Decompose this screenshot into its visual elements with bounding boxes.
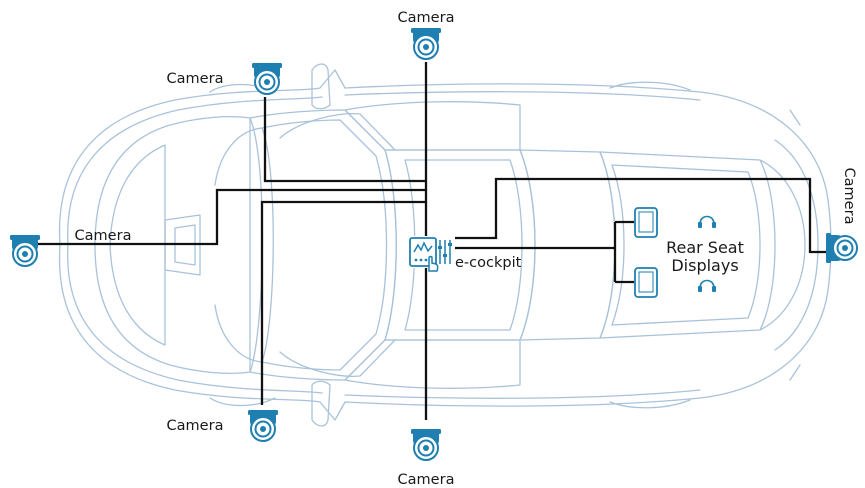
headphones-icon [698,281,716,293]
rear-seat-label-line2: Displays [671,256,738,275]
camera-top-label: Camera [398,10,455,26]
ecockpit-label: e-cockpit [455,255,522,271]
dome-camera-icon [252,63,282,94]
dome-camera-icon [10,235,40,266]
camera-top: Camera [398,10,455,59]
camera-right-label: Camera [841,168,857,225]
camera-upper-left-label: Camera [167,71,224,87]
camera-bottom: Camera [398,429,455,488]
dome-camera-icon [411,28,441,59]
camera-bottom-label: Camera [398,472,455,488]
tablet-display-icon [635,268,657,297]
dome-camera-icon [411,429,441,460]
camera-upper-left: Camera [167,63,282,94]
ecockpit-controller-icon [408,236,452,271]
tablet-display-icon [635,208,657,237]
wire-lower-left-camera [262,202,426,405]
camera-lower-left-label: Camera [167,418,224,434]
headphones-icon [698,217,716,229]
rear-seat-displays: Rear Seat Displays [635,208,744,297]
camera-right: Camera [826,168,857,263]
dome-camera-icon [826,233,857,263]
ecockpit: e-cockpit [408,236,522,271]
camera-left-label: Camera [75,228,132,244]
camera-left: Camera [10,228,131,266]
rear-seat-label-line1: Rear Seat [666,238,744,257]
camera-lower-left: Camera [167,410,278,441]
dome-camera-icon [248,410,278,441]
